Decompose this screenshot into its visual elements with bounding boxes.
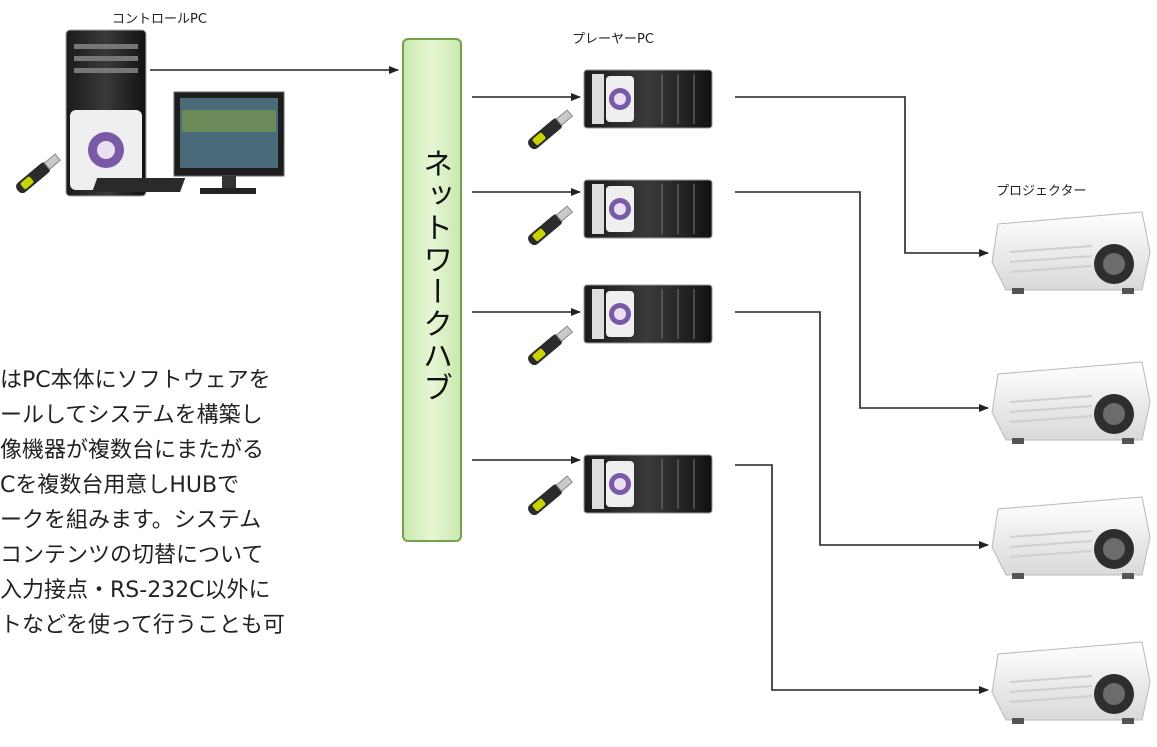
projector-icon — [991, 641, 1151, 725]
monitor-icon — [92, 91, 285, 194]
description-line: トなどを使って行うことも可 — [0, 613, 285, 638]
description-line: 入力接点・RS-232C以外に — [0, 578, 271, 603]
usb-dongle-icon — [13, 152, 63, 196]
description-line: 像機器が複数台にまたがる — [0, 438, 265, 463]
description-line: Cを複数台用意しHUBで — [0, 473, 240, 498]
player-pc-label: プレーヤーPC — [572, 32, 654, 47]
player-to-projector-line — [735, 311, 989, 549]
player-pc-icon — [583, 69, 713, 129]
projector-label: プロジェクター — [996, 184, 1087, 199]
description-text: はPC本体にソフトウェアを ールしてシステムを構築し 像機器が複数台にまたがる … — [0, 363, 352, 643]
network-hub-box: ネットワークハブ — [402, 38, 462, 542]
player-pc-icon — [583, 454, 713, 514]
player-to-projector-line — [735, 464, 989, 694]
control-pc-tower-icon — [65, 29, 147, 197]
usb-dongle-icon — [525, 204, 575, 248]
projector-icon — [991, 496, 1151, 580]
network-hub-label: ネットワークハブ — [417, 148, 452, 404]
usb-dongle-icon — [525, 474, 575, 518]
player-to-projector-line — [735, 96, 989, 257]
control-pc-label: コントロールPC — [112, 12, 207, 27]
description-line: ークを組みます。システム — [0, 508, 262, 533]
player-pc-icon — [583, 284, 713, 344]
description-line: はPC本体にソフトウェアを — [0, 368, 271, 393]
projector-icon — [991, 361, 1151, 445]
description-line: ールしてシステムを構築し — [0, 403, 263, 428]
description-line: コンテンツの切替について — [0, 543, 264, 568]
player-pc-icon — [583, 179, 713, 239]
player-to-projector-line — [735, 191, 989, 412]
usb-dongle-icon — [525, 108, 575, 152]
projector-icon — [991, 211, 1151, 295]
usb-dongle-icon — [525, 324, 575, 368]
